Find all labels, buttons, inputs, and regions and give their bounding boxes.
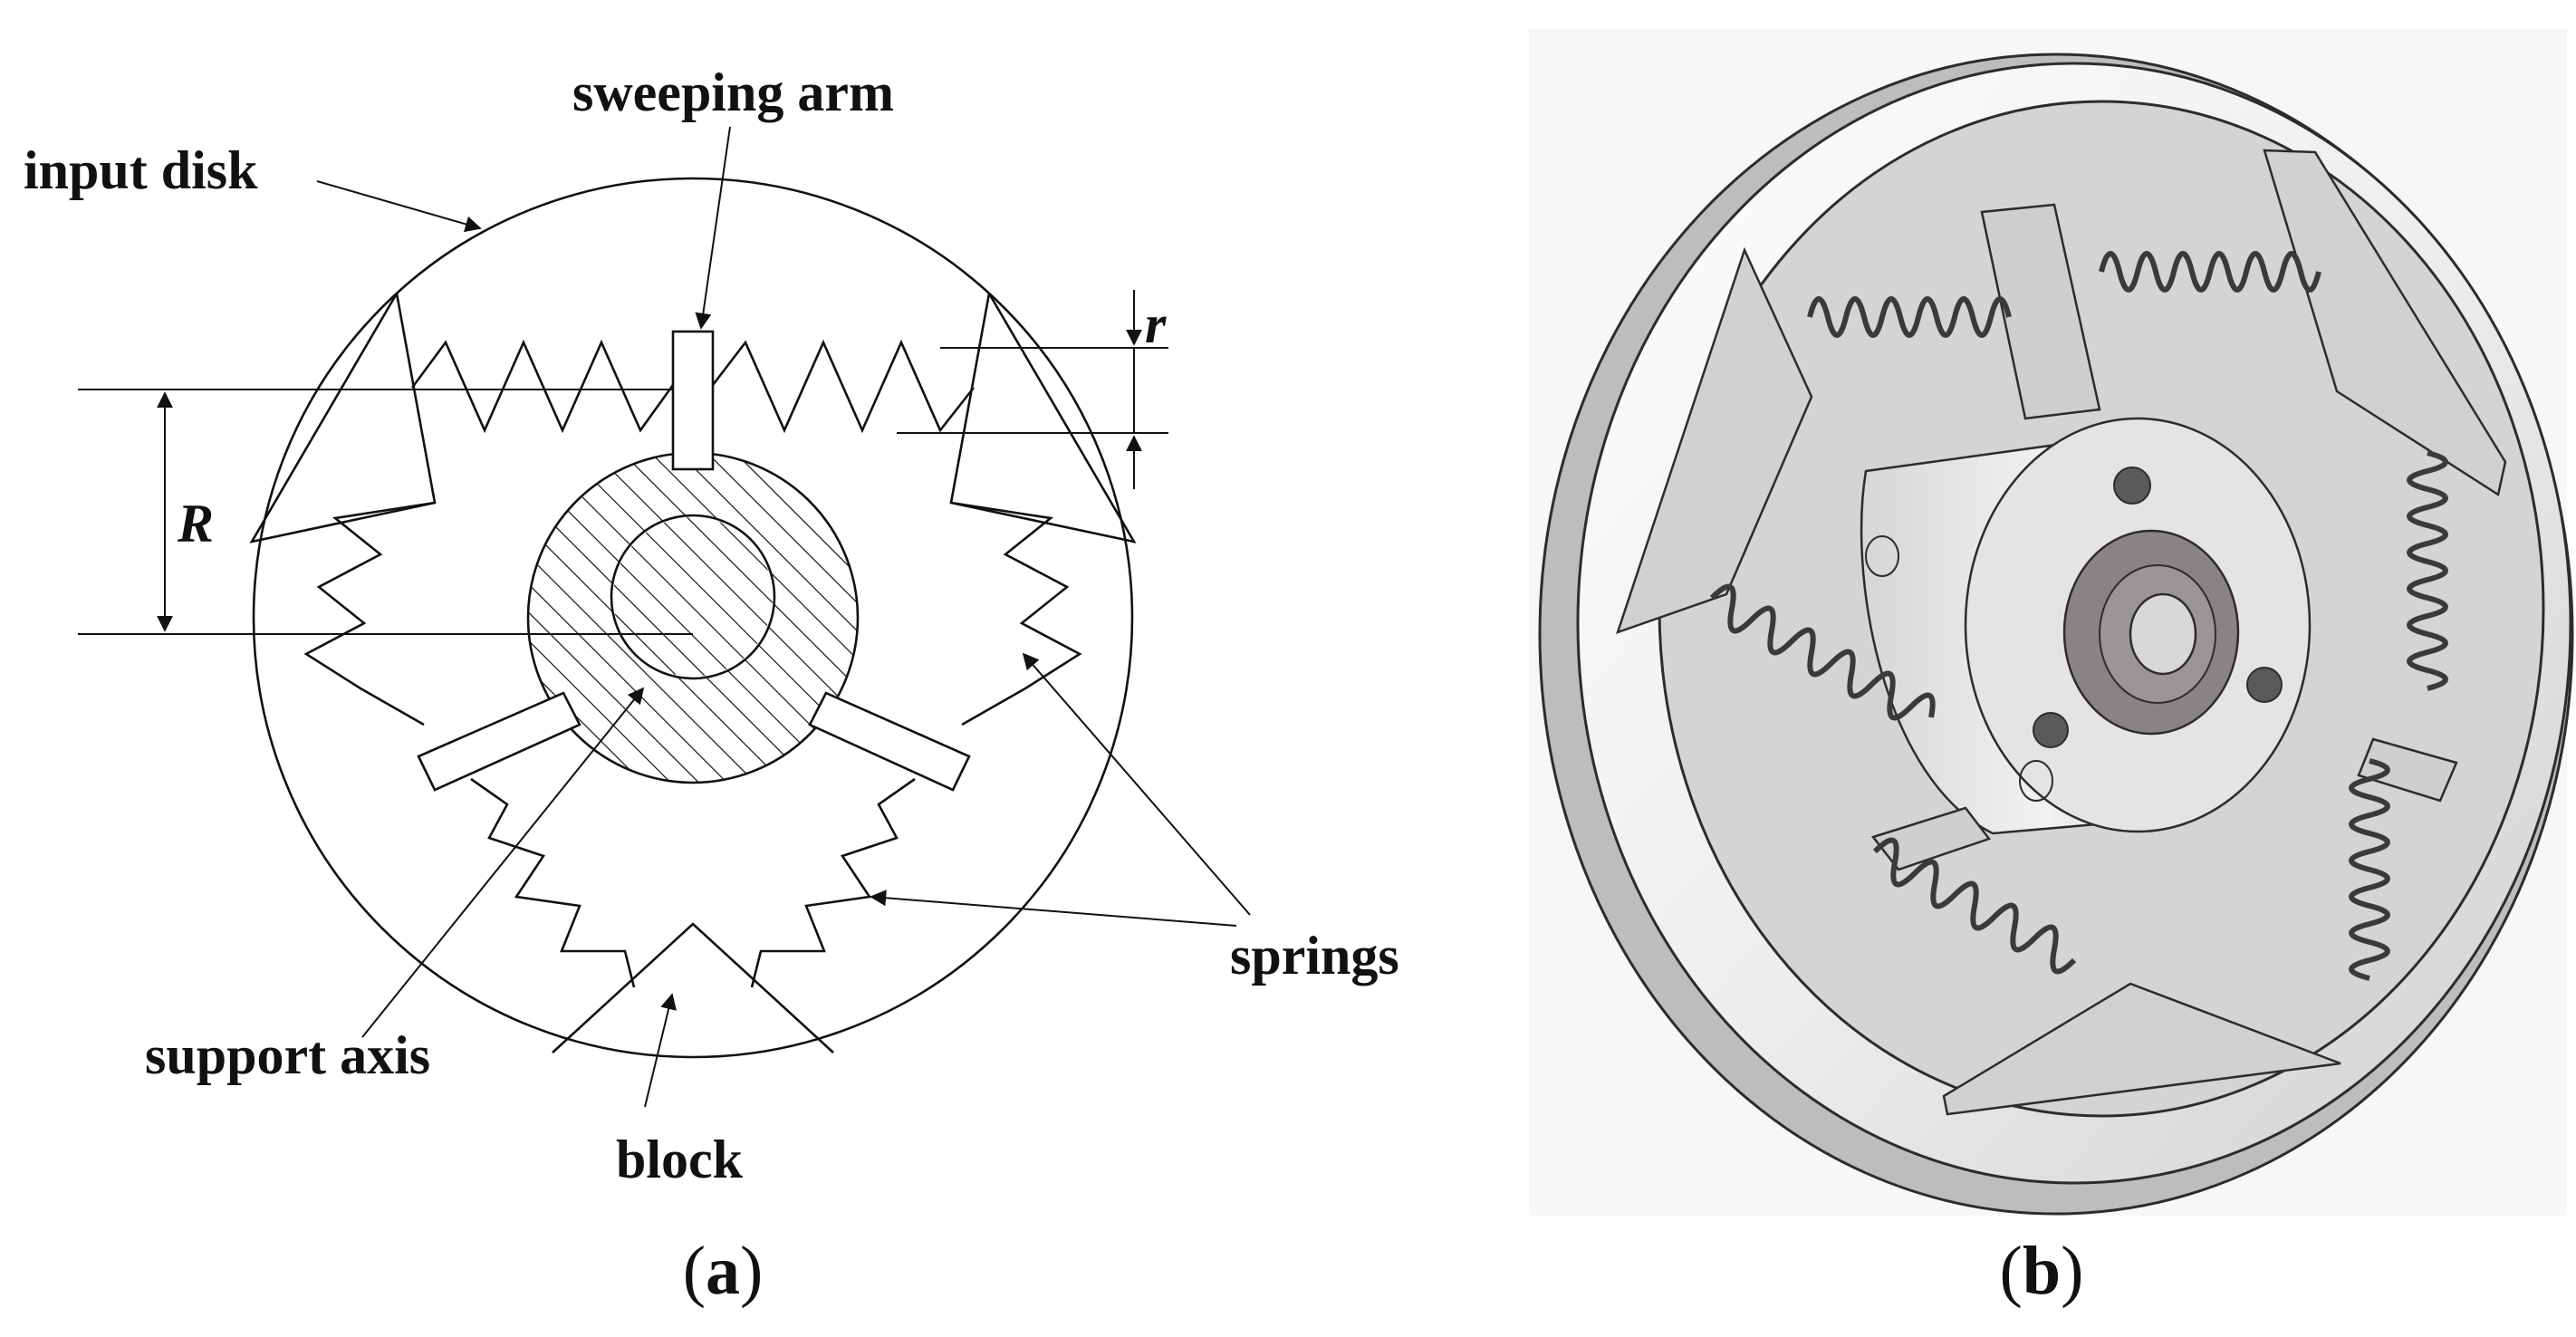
block-bottom (552, 922, 834, 1053)
spring-bottom-left (470, 777, 636, 988)
sweeping-arm-left (417, 691, 582, 792)
wedge-left (1616, 246, 1813, 635)
spring-top-left (410, 339, 675, 434)
label-r: r (1145, 294, 1167, 354)
block-top-right (949, 293, 1137, 543)
label-support-axis: support axis (145, 1025, 430, 1085)
coil-right-upper (2407, 450, 2448, 691)
coil-bottom (1872, 837, 2077, 975)
arm-right (2357, 737, 2458, 803)
support-axis-core (613, 517, 773, 677)
leader-springs-2 (870, 890, 1237, 927)
spring-top-right (711, 339, 976, 434)
schematic-panel: input disk sweeping arm springs support … (24, 63, 1399, 1309)
coil-top-right (2099, 251, 2321, 293)
caption-a: (a) (683, 1233, 764, 1309)
wedge-bottom (1942, 982, 2341, 1116)
hub-bore (2129, 592, 2197, 676)
leader-springs-1 (1022, 652, 1251, 916)
leader-block (644, 993, 677, 1108)
label-springs: springs (1230, 926, 1399, 986)
face-hole-2 (2019, 760, 2053, 802)
wedge-top-right (2263, 149, 2507, 497)
spring-bottom-right (750, 777, 916, 988)
hub-bolt-hole-3 (2033, 712, 2069, 748)
leader-sweeping-arm (695, 126, 731, 330)
hub-bolt-hole-1 (2113, 467, 2151, 505)
coil-top-left (1807, 296, 2012, 338)
sweeping-arm (671, 330, 715, 471)
render-panel: (b) (1529, 29, 2574, 1309)
leader-support-axis (361, 687, 645, 1038)
sweeping-arm-right (808, 691, 971, 792)
coil-left (1709, 583, 1936, 721)
caption-b: (b) (2000, 1233, 2084, 1309)
spring-left (303, 501, 436, 726)
hub-bolt-hole-2 (2246, 667, 2283, 703)
spring-right (950, 501, 1082, 726)
arm-top (1980, 203, 2101, 420)
label-input-disk: input disk (24, 140, 258, 200)
label-sweeping-arm: sweeping arm (572, 63, 894, 122)
input-disk-circle (252, 177, 1134, 1059)
arm-left (1870, 806, 1992, 871)
face-hole-1 (1865, 535, 1899, 577)
leader-input-disk (316, 180, 482, 233)
block-top-left (249, 293, 437, 543)
spring-coils (1709, 251, 2448, 981)
coil-right-lower (2349, 758, 2390, 981)
label-block: block (616, 1130, 744, 1189)
label-R: R (177, 494, 214, 553)
